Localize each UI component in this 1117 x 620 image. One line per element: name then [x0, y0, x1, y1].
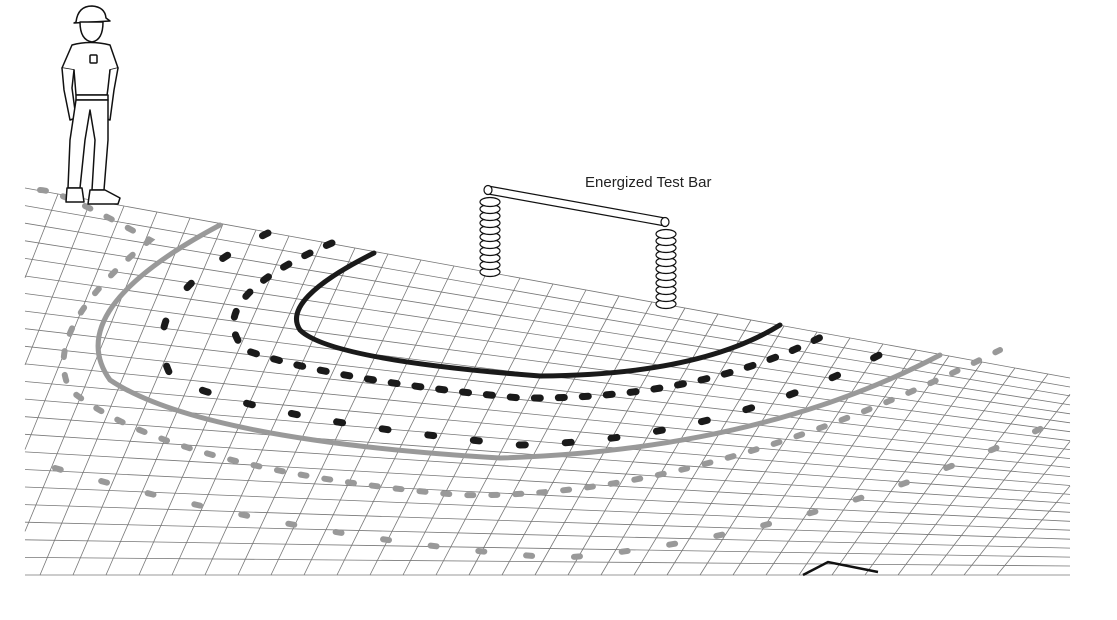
grid-column-line — [39, 217, 191, 576]
grid-column-line — [204, 247, 356, 576]
grid-column-line — [996, 485, 1071, 576]
grid-column-line — [633, 325, 785, 576]
grid-row-line — [24, 205, 1071, 388]
grid-column-line — [24, 193, 59, 278]
grid-row-line — [24, 328, 1071, 450]
grid-row-line — [24, 539, 1071, 558]
grid-row-line — [24, 521, 1071, 549]
test-bar-conductor — [487, 185, 666, 227]
grid-column-line — [24, 211, 158, 532]
grid-column-line — [303, 265, 455, 576]
grid-column-line — [963, 441, 1071, 576]
grid-column-line — [369, 277, 521, 576]
lower-gray-dashed-line — [52, 417, 1063, 562]
grid-column-line — [600, 319, 752, 576]
test-bar-label: Energized Test Bar — [585, 174, 711, 191]
worker-figure — [61, 5, 121, 205]
insulator-disc — [479, 196, 501, 208]
grid-column-line — [765, 349, 917, 576]
grid-row-line — [24, 504, 1071, 540]
grid-column-line — [864, 367, 1016, 576]
grid-column-line — [930, 394, 1071, 576]
grid-column-line — [435, 289, 587, 576]
grid-row-line — [24, 275, 1071, 424]
grid-column-line — [666, 331, 818, 576]
grid-column-line — [402, 283, 554, 576]
grid-column-line — [105, 229, 257, 576]
grid-row-line — [24, 398, 1071, 486]
grid-column-line — [798, 355, 950, 576]
right-insulator — [655, 228, 677, 310]
black-solid-line — [294, 250, 783, 379]
outer-gray-dashed-line — [37, 187, 1003, 499]
left-insulator — [479, 196, 501, 278]
grid-column-line — [24, 199, 92, 366]
grid-row-line — [24, 363, 1071, 468]
grid-column-line — [138, 235, 290, 576]
grid-row-line — [24, 345, 1071, 459]
grid-row-line — [24, 433, 1071, 504]
corner-marker — [802, 560, 879, 577]
grid-column-line — [831, 361, 983, 576]
energized-test-bar — [479, 184, 677, 310]
grid-column-line — [501, 301, 653, 576]
grid-column-line — [468, 295, 620, 576]
boundary-lines — [37, 187, 1063, 562]
grid-row-line — [24, 222, 1071, 397]
grid-row-line — [24, 486, 1071, 531]
grid-row-line — [24, 557, 1071, 567]
grid-column-line — [270, 259, 422, 576]
grid-row-line — [24, 258, 1071, 415]
grid-column-line — [336, 271, 488, 576]
grid-row-line — [24, 469, 1071, 522]
grid-row-line — [24, 451, 1071, 513]
insulator-disc — [655, 228, 677, 240]
black-dashed-inner-line — [230, 239, 829, 402]
hard-hat-icon — [73, 5, 111, 24]
grid-row-line — [24, 187, 1071, 379]
grid-column-line — [897, 373, 1049, 576]
gray-solid-line — [95, 222, 943, 461]
grid-row-line — [24, 240, 1071, 406]
grid-column-line — [237, 253, 389, 576]
grid-column-line — [732, 343, 884, 576]
grid-column-line — [171, 241, 323, 576]
